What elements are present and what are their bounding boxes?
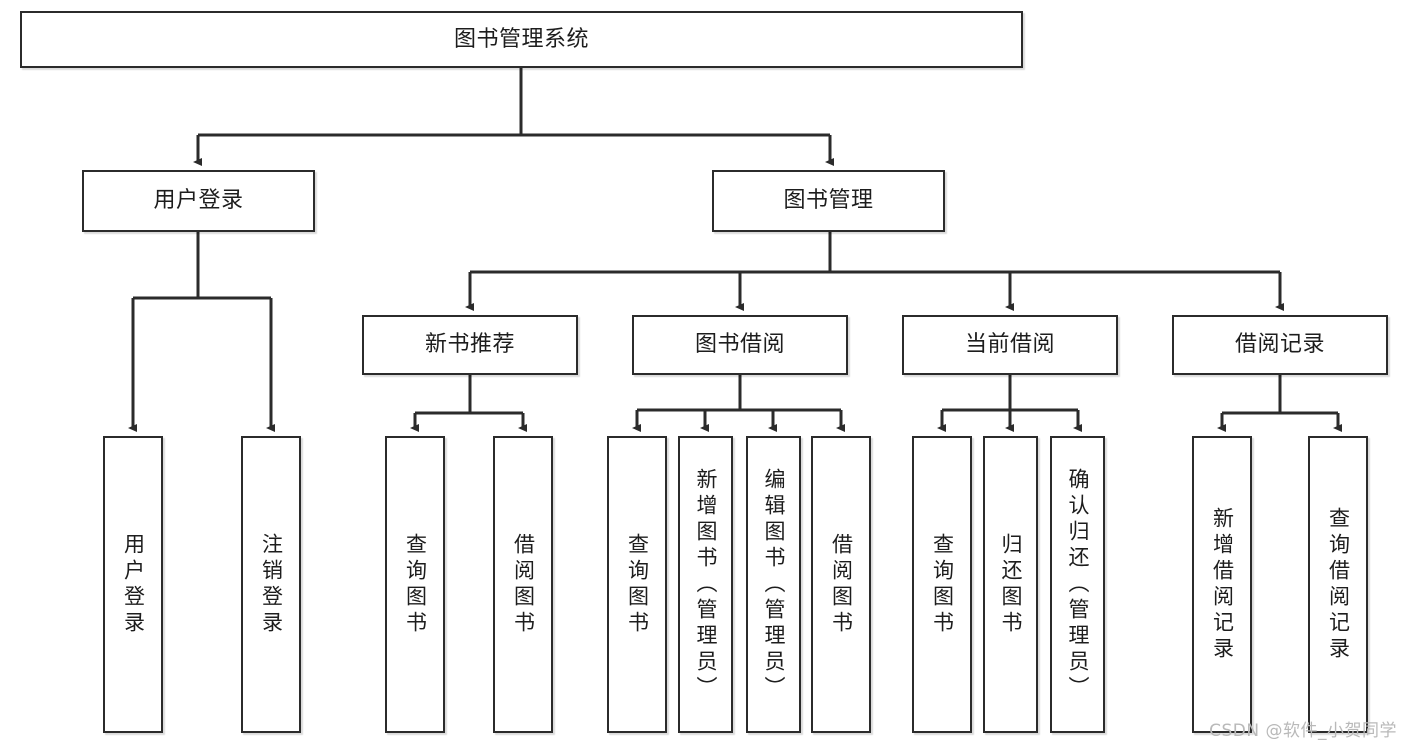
watermark: CSDN @软件_小贺同学 <box>1209 721 1397 741</box>
leaf-query-book-recommend-label: 查询图书 <box>403 532 428 637</box>
node-current-borrow[interactable]: 当前借阅 <box>902 315 1118 375</box>
leaf-borrow-book-label: 借阅图书 <box>829 532 854 637</box>
leaf-return-book[interactable]: 归还图书 <box>983 436 1038 733</box>
leaf-query-book-current-label: 查询图书 <box>930 532 955 637</box>
leaf-add-book-admin-label: 新增图书（管理员） <box>694 467 718 702</box>
leaf-return-book-label: 归还图书 <box>999 532 1023 637</box>
leaf-confirm-return-admin[interactable]: 确认归还（管理员） <box>1050 436 1105 733</box>
leaf-query-book-recommend[interactable]: 查询图书 <box>385 436 445 733</box>
leaf-query-book-borrow[interactable]: 查询图书 <box>607 436 667 733</box>
node-book-management[interactable]: 图书管理 <box>712 170 945 232</box>
node-book-borrow[interactable]: 图书借阅 <box>632 315 848 375</box>
leaf-user-login[interactable]: 用户登录 <box>103 436 163 733</box>
node-current-borrow-label: 当前借阅 <box>964 332 1055 358</box>
node-borrow-records-label: 借阅记录 <box>1234 332 1325 358</box>
node-book-management-label: 图书管理 <box>783 188 874 214</box>
node-new-book-recommend-label: 新书推荐 <box>424 332 515 358</box>
leaf-user-login-label: 用户登录 <box>121 532 146 637</box>
leaf-add-borrow-record-label: 新增借阅记录 <box>1210 506 1235 663</box>
node-user-login-label: 用户登录 <box>153 188 244 214</box>
node-user-login[interactable]: 用户登录 <box>82 170 315 232</box>
leaf-query-book-current[interactable]: 查询图书 <box>912 436 972 733</box>
node-root-label: 图书管理系统 <box>453 26 589 52</box>
leaf-query-book-borrow-label: 查询图书 <box>625 532 650 637</box>
leaf-borrow-book-recommend-label: 借阅图书 <box>511 532 536 637</box>
leaf-edit-book-admin-label: 编辑图书（管理员） <box>762 467 786 702</box>
leaf-logout[interactable]: 注销登录 <box>241 436 301 733</box>
leaf-add-borrow-record[interactable]: 新增借阅记录 <box>1192 436 1252 733</box>
leaf-query-borrow-record[interactable]: 查询借阅记录 <box>1308 436 1368 733</box>
leaf-borrow-book[interactable]: 借阅图书 <box>811 436 871 733</box>
leaf-add-book-admin[interactable]: 新增图书（管理员） <box>678 436 733 733</box>
leaf-confirm-return-admin-label: 确认归还（管理员） <box>1066 467 1090 702</box>
leaf-edit-book-admin[interactable]: 编辑图书（管理员） <box>746 436 801 733</box>
leaf-borrow-book-recommend[interactable]: 借阅图书 <box>493 436 553 733</box>
node-root[interactable]: 图书管理系统 <box>20 11 1023 68</box>
node-new-book-recommend[interactable]: 新书推荐 <box>362 315 578 375</box>
leaf-logout-label: 注销登录 <box>259 532 284 637</box>
node-book-borrow-label: 图书借阅 <box>694 332 785 358</box>
node-borrow-records[interactable]: 借阅记录 <box>1172 315 1388 375</box>
leaf-query-borrow-record-label: 查询借阅记录 <box>1326 506 1351 663</box>
